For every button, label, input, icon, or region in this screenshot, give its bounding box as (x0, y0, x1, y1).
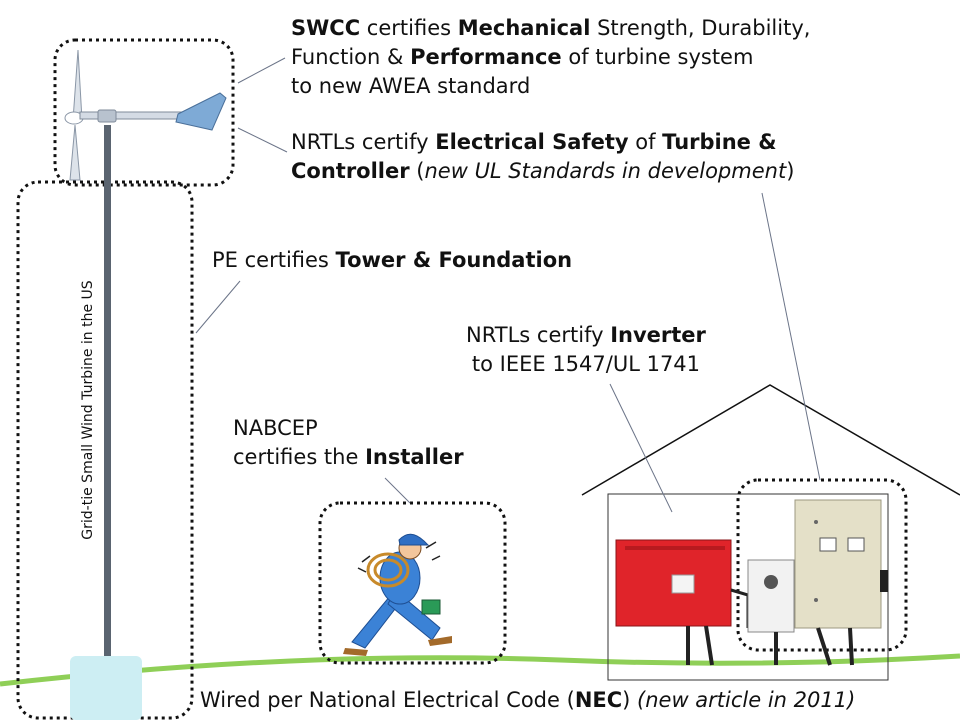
swcc-text: SWCC certifies Mechanical Strength, Dura… (291, 14, 810, 101)
controller-device (794, 499, 888, 666)
swcc-text-part: certifies (360, 16, 458, 40)
callout-swcc (237, 57, 286, 84)
inverter-text: NRTLs certify Inverter to IEEE 1547/UL 1… (466, 321, 706, 379)
nabcep-text: NABCEP certifies the Installer (233, 414, 464, 472)
nabcep-installer: Installer (365, 445, 464, 469)
installer-dotted-box (318, 501, 507, 665)
pe-text: PE certifies Tower & Foundation (212, 246, 572, 275)
disconnect-switch (747, 559, 795, 665)
side-label: Grid-tie Small Wind Turbine in the US (80, 280, 96, 540)
callout-installer (384, 477, 411, 504)
callout-inverter (609, 383, 673, 513)
nrtl-electrical-safety: Electrical Safety (435, 130, 629, 154)
swcc-text-part: Strength, Durability, (590, 16, 811, 40)
inverter-standard: to IEEE 1547/UL 1741 (471, 352, 701, 376)
swcc-mechanical: Mechanical (457, 16, 591, 40)
callout-nrtl-safety (237, 127, 288, 153)
turbine-dotted-box (53, 38, 235, 187)
tower-dotted-box (16, 180, 194, 720)
inverter-label: Inverter (610, 323, 706, 347)
nec-text-part: Wired per National Electrical Code ( (200, 688, 575, 712)
nec-text: Wired per National Electrical Code (NEC)… (200, 686, 855, 715)
nabcep-text-part: certifies the (233, 445, 366, 469)
callout-pe (195, 280, 241, 334)
house-roof (581, 384, 960, 496)
nrtl-text-part: of (628, 130, 663, 154)
pe-text-part: PE certifies (212, 248, 336, 272)
nrtl-text-part: ) (786, 159, 795, 183)
inverter-device (615, 539, 750, 666)
nrtl-ul-note: new UL Standards in development (424, 159, 787, 183)
callout-controller (761, 192, 821, 481)
ground-line (0, 653, 960, 687)
nrtl-safety-text: NRTLs certify Electrical Safety of Turbi… (291, 128, 794, 186)
pe-tower-foundation: Tower & Foundation (335, 248, 573, 272)
foundation-block (70, 656, 142, 720)
swcc-performance: Performance (410, 45, 562, 69)
nec-text-part: ) (622, 688, 638, 712)
installer-figure (343, 533, 452, 656)
swcc-text-part: to new AWEA standard (291, 74, 531, 98)
swcc-text-part: Function & (291, 45, 411, 69)
swcc-agency: SWCC (291, 16, 361, 40)
nabcep-agency: NABCEP (233, 416, 318, 440)
wind-turbine (64, 49, 227, 181)
tower-pole (104, 125, 111, 665)
nrtl-text-part: NRTLs certify (291, 130, 436, 154)
nec-note: (new article in 2011) (637, 688, 856, 712)
nrtl-text-part: ( (409, 159, 425, 183)
swcc-text-part: of turbine system (561, 45, 754, 69)
inverter-text-part: NRTLs certify (466, 323, 611, 347)
nrtl-controller: Controller (291, 159, 410, 183)
controller-dotted-box (736, 478, 908, 652)
nec-label: NEC (574, 688, 623, 712)
nrtl-turbine: Turbine & (662, 130, 777, 154)
